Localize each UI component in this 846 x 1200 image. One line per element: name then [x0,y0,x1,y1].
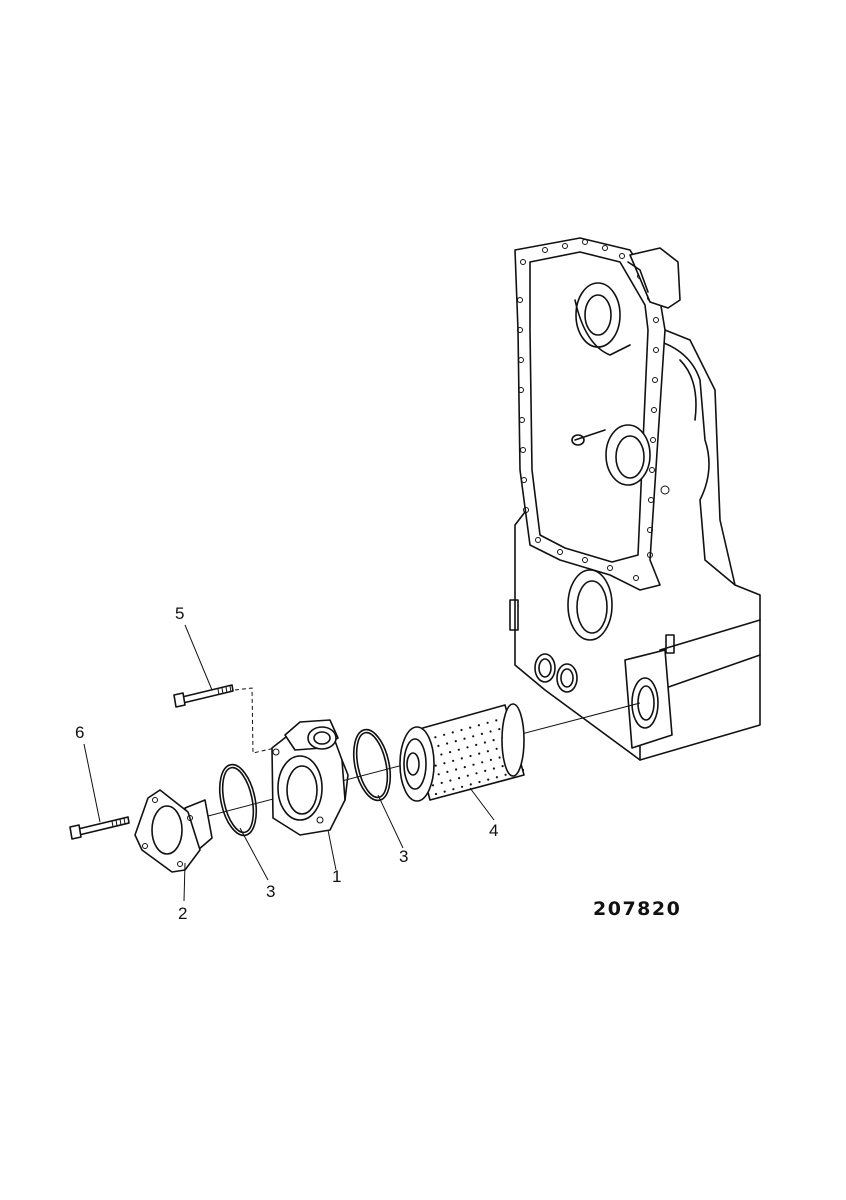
callout-3-left: 3 [266,882,276,901]
end-cover [134,789,213,873]
callout-3-right: 3 [399,847,409,866]
timing-case-housing [509,237,761,761]
callout-4: 4 [489,821,499,840]
bolt-5 [173,684,234,708]
callout-2: 2 [178,904,188,923]
o-ring-left [218,763,258,837]
callout-6: 6 [75,723,85,742]
callout-leaders [83,624,495,902]
filter-element [399,703,525,802]
filter-head [271,719,349,836]
callout-5: 5 [175,604,185,623]
bolt-6 [69,816,130,840]
drawing-number: 207820 [593,898,682,920]
bolt-5-install-path [234,687,276,754]
callout-1: 1 [332,867,342,886]
o-ring-right [352,728,392,802]
